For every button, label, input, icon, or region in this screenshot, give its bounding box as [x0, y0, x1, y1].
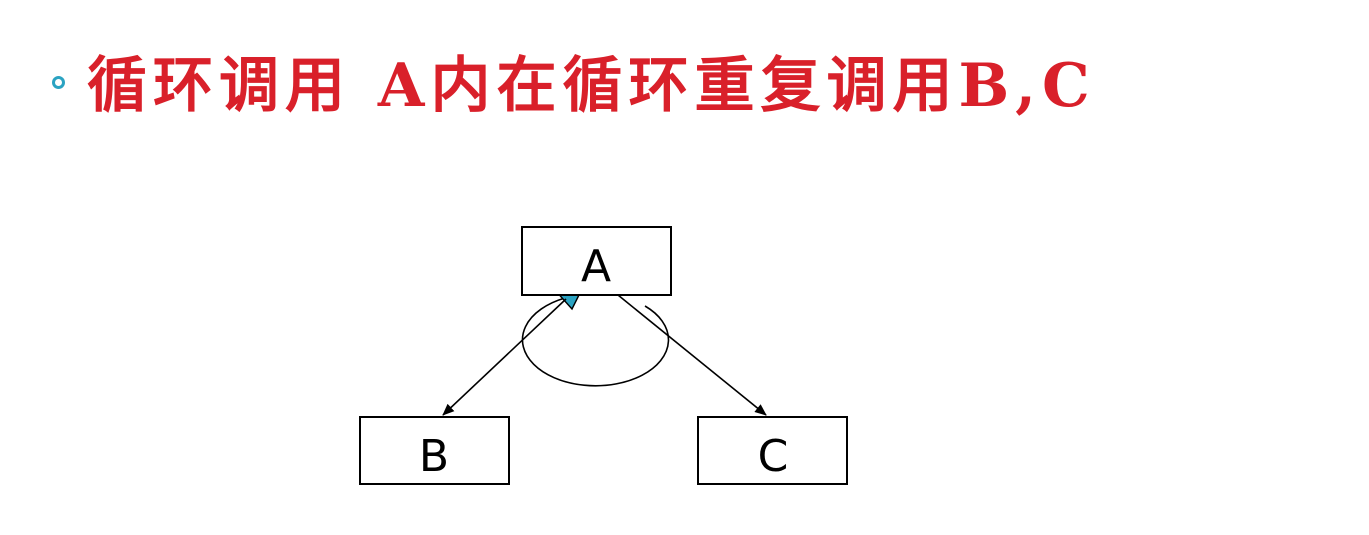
title-bullet-line: 循环调用 A内在循环重复调用B,C — [52, 30, 1096, 130]
node-b-label: B — [419, 431, 449, 482]
node-a: A — [521, 226, 672, 296]
loop-ellipse — [521, 297, 670, 387]
bullet-circle-icon — [52, 75, 65, 89]
edge-a-to-b — [442, 298, 567, 416]
node-c: C — [697, 416, 848, 485]
edge-a-to-c — [617, 294, 767, 416]
slide-title: 循环调用 A内在循环重复调用B,C — [87, 50, 1096, 121]
node-b: B — [359, 416, 510, 485]
node-a-label: A — [581, 241, 611, 292]
node-c-label: C — [758, 431, 789, 482]
